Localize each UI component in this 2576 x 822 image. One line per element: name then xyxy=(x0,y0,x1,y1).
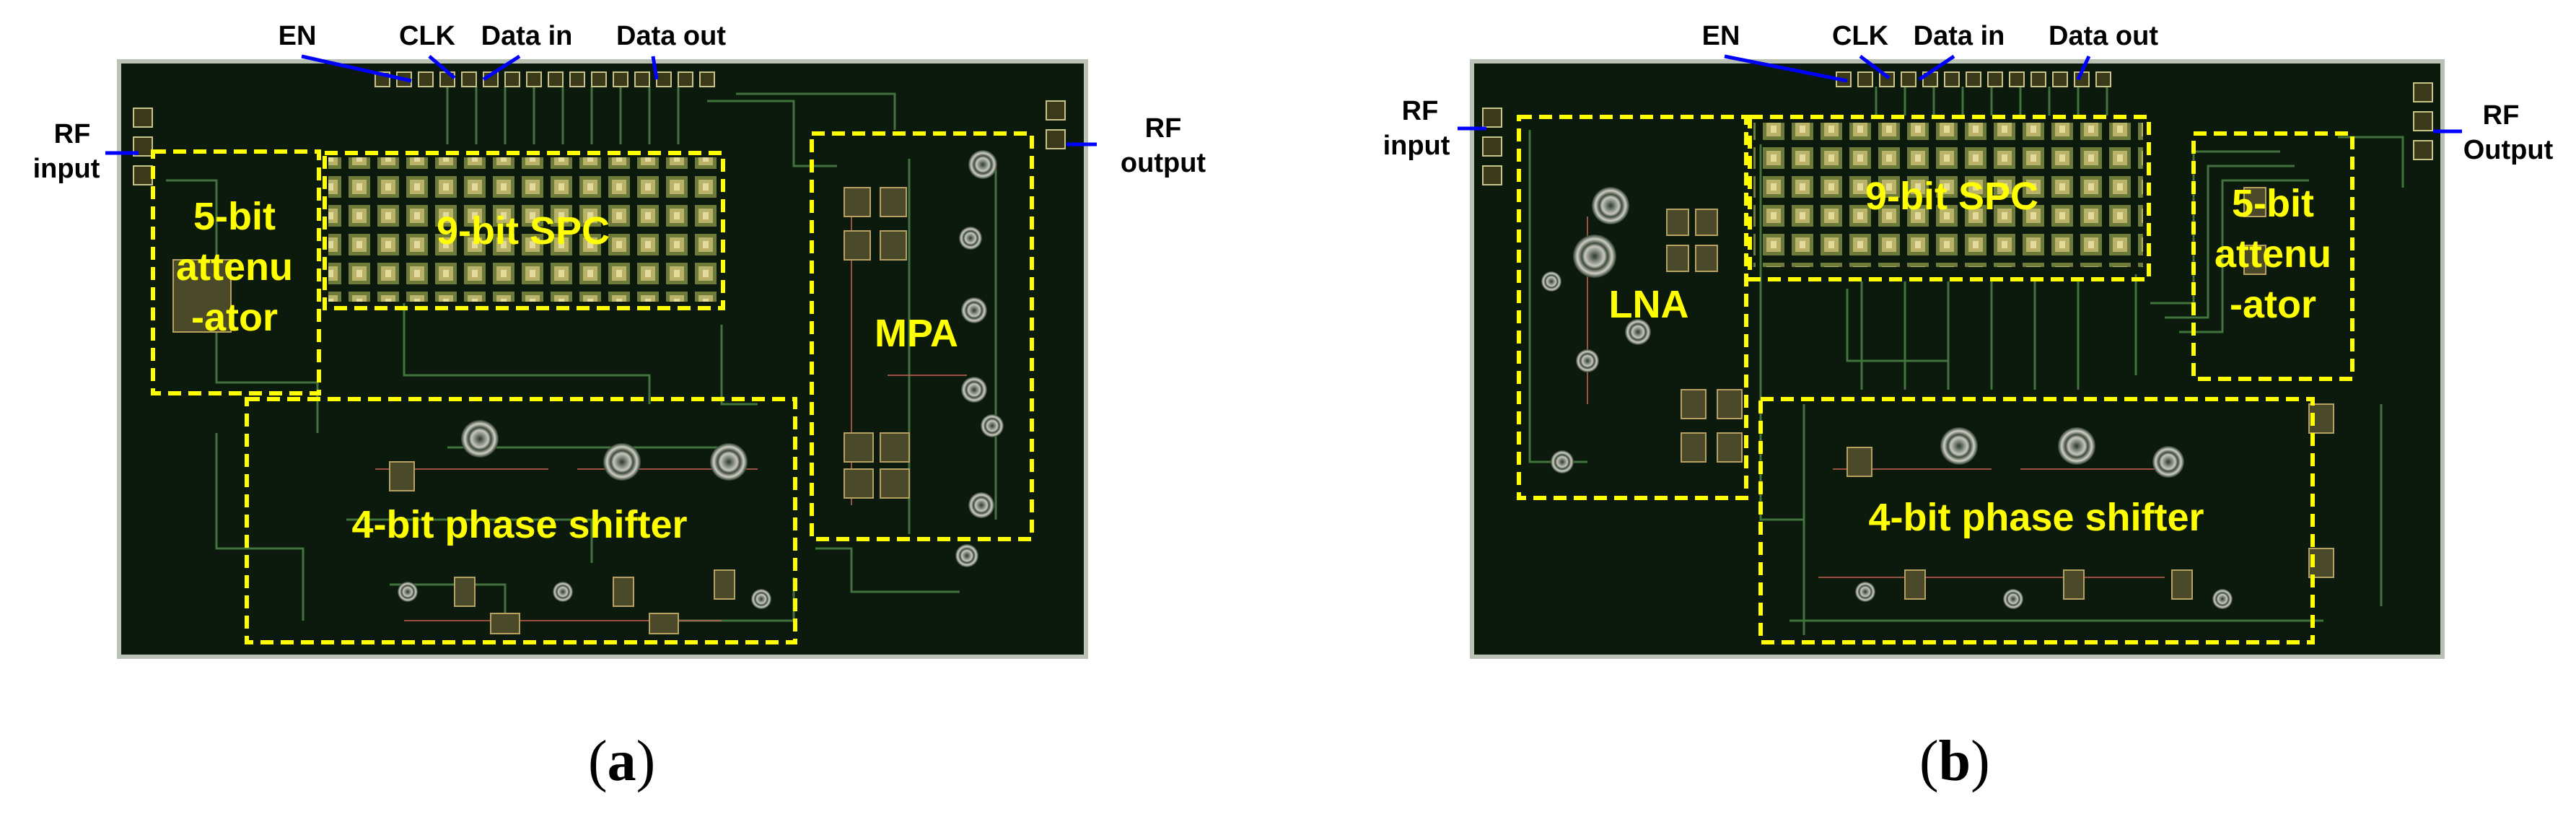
data-in-pin-a-label: Data in xyxy=(481,21,573,51)
panel-b-caption-open: ( xyxy=(1919,730,1939,793)
panel-a-caption: (a) xyxy=(588,729,655,795)
rf-output-a-label-line2: output xyxy=(1121,148,1206,178)
rf-input-b-label-line2: input xyxy=(1383,131,1450,161)
clk-pin-a-label: CLK xyxy=(399,21,456,51)
chip-b-pin-lines xyxy=(1458,54,2462,134)
panel-b-caption: (b) xyxy=(1919,729,1990,795)
rf-output-a-label-line1: RF xyxy=(1145,113,1182,144)
attenuator-a-label-line2: attenu xyxy=(176,245,293,289)
chip-a-pin-lines xyxy=(105,54,1097,155)
en-pin-b-label: EN xyxy=(1702,21,1740,51)
panel-a-caption-letter: a xyxy=(607,730,636,793)
panel-b: LNA 9-bit SPC 5-bit attenu -ator 4-bit p… xyxy=(1383,21,2554,659)
spc-b-outline xyxy=(1748,115,2151,281)
spc-b-label: 9-bit SPC xyxy=(1865,175,2038,218)
phase-shifter-a-outline xyxy=(245,397,797,644)
chip-b-components xyxy=(1666,187,2334,600)
chip-a-block-outlines xyxy=(151,131,1034,644)
clk-pin-b-label: CLK xyxy=(1832,21,1889,51)
panel-a-caption-open: ( xyxy=(588,730,608,793)
en-pin-a-label: EN xyxy=(279,21,317,51)
lna-b-label: LNA xyxy=(1609,283,1689,326)
rf-input-a-label-line2: input xyxy=(33,154,100,184)
chip-a-components xyxy=(172,187,910,634)
chip-a-spc-cells xyxy=(328,157,718,302)
lna-b-outline xyxy=(1517,115,1748,500)
chip-a-inductors xyxy=(398,150,1004,609)
attenuator-b-label-line1: 5-bit xyxy=(2232,182,2314,225)
chip-b-block-outlines xyxy=(1517,115,2354,644)
attenuator-b-label-line3: -ator xyxy=(2230,283,2316,326)
panel-b-caption-close: ) xyxy=(1971,730,1990,793)
rf-input-a-label-line1: RF xyxy=(54,119,91,149)
data-out-pin-a-label: Data out xyxy=(616,21,726,51)
data-out-pin-b-label: Data out xyxy=(2049,21,2158,51)
panel-a-caption-close: ) xyxy=(636,730,656,793)
attenuator-a-label-line1: 5-bit xyxy=(193,195,276,238)
rf-output-b-label-line1: RF xyxy=(2483,100,2520,131)
mpa-a-label: MPA xyxy=(875,312,958,355)
rf-input-b-label-line1: RF xyxy=(1402,96,1439,126)
rf-output-b-label-line2: Output xyxy=(2463,135,2554,165)
mpa-a-outline xyxy=(810,131,1034,541)
chip-b-inductors xyxy=(1541,187,2233,609)
phase-shifter-a-label: 4-bit phase shifter xyxy=(351,503,687,546)
spc-a-outline xyxy=(323,151,725,310)
phase-shifter-b-label: 4-bit phase shifter xyxy=(1868,496,2204,539)
panel-b-caption-letter: b xyxy=(1938,730,1971,793)
phase-shifter-b-outline xyxy=(1758,397,2315,644)
chip-b-spc-cells xyxy=(1753,123,2143,267)
attenuator-a-label-line3: -ator xyxy=(191,296,278,339)
panel-a: 5-bit attenu -ator 9-bit SPC MPA 4-bit p… xyxy=(33,21,1206,659)
spc-a-label: 9-bit SPC xyxy=(437,209,610,253)
chip-b-pads xyxy=(1482,71,2433,185)
attenuator-a-outline xyxy=(151,149,321,395)
attenuator-b-label-line2: attenu xyxy=(2214,232,2331,276)
data-in-pin-b-label: Data in xyxy=(1914,21,2005,51)
